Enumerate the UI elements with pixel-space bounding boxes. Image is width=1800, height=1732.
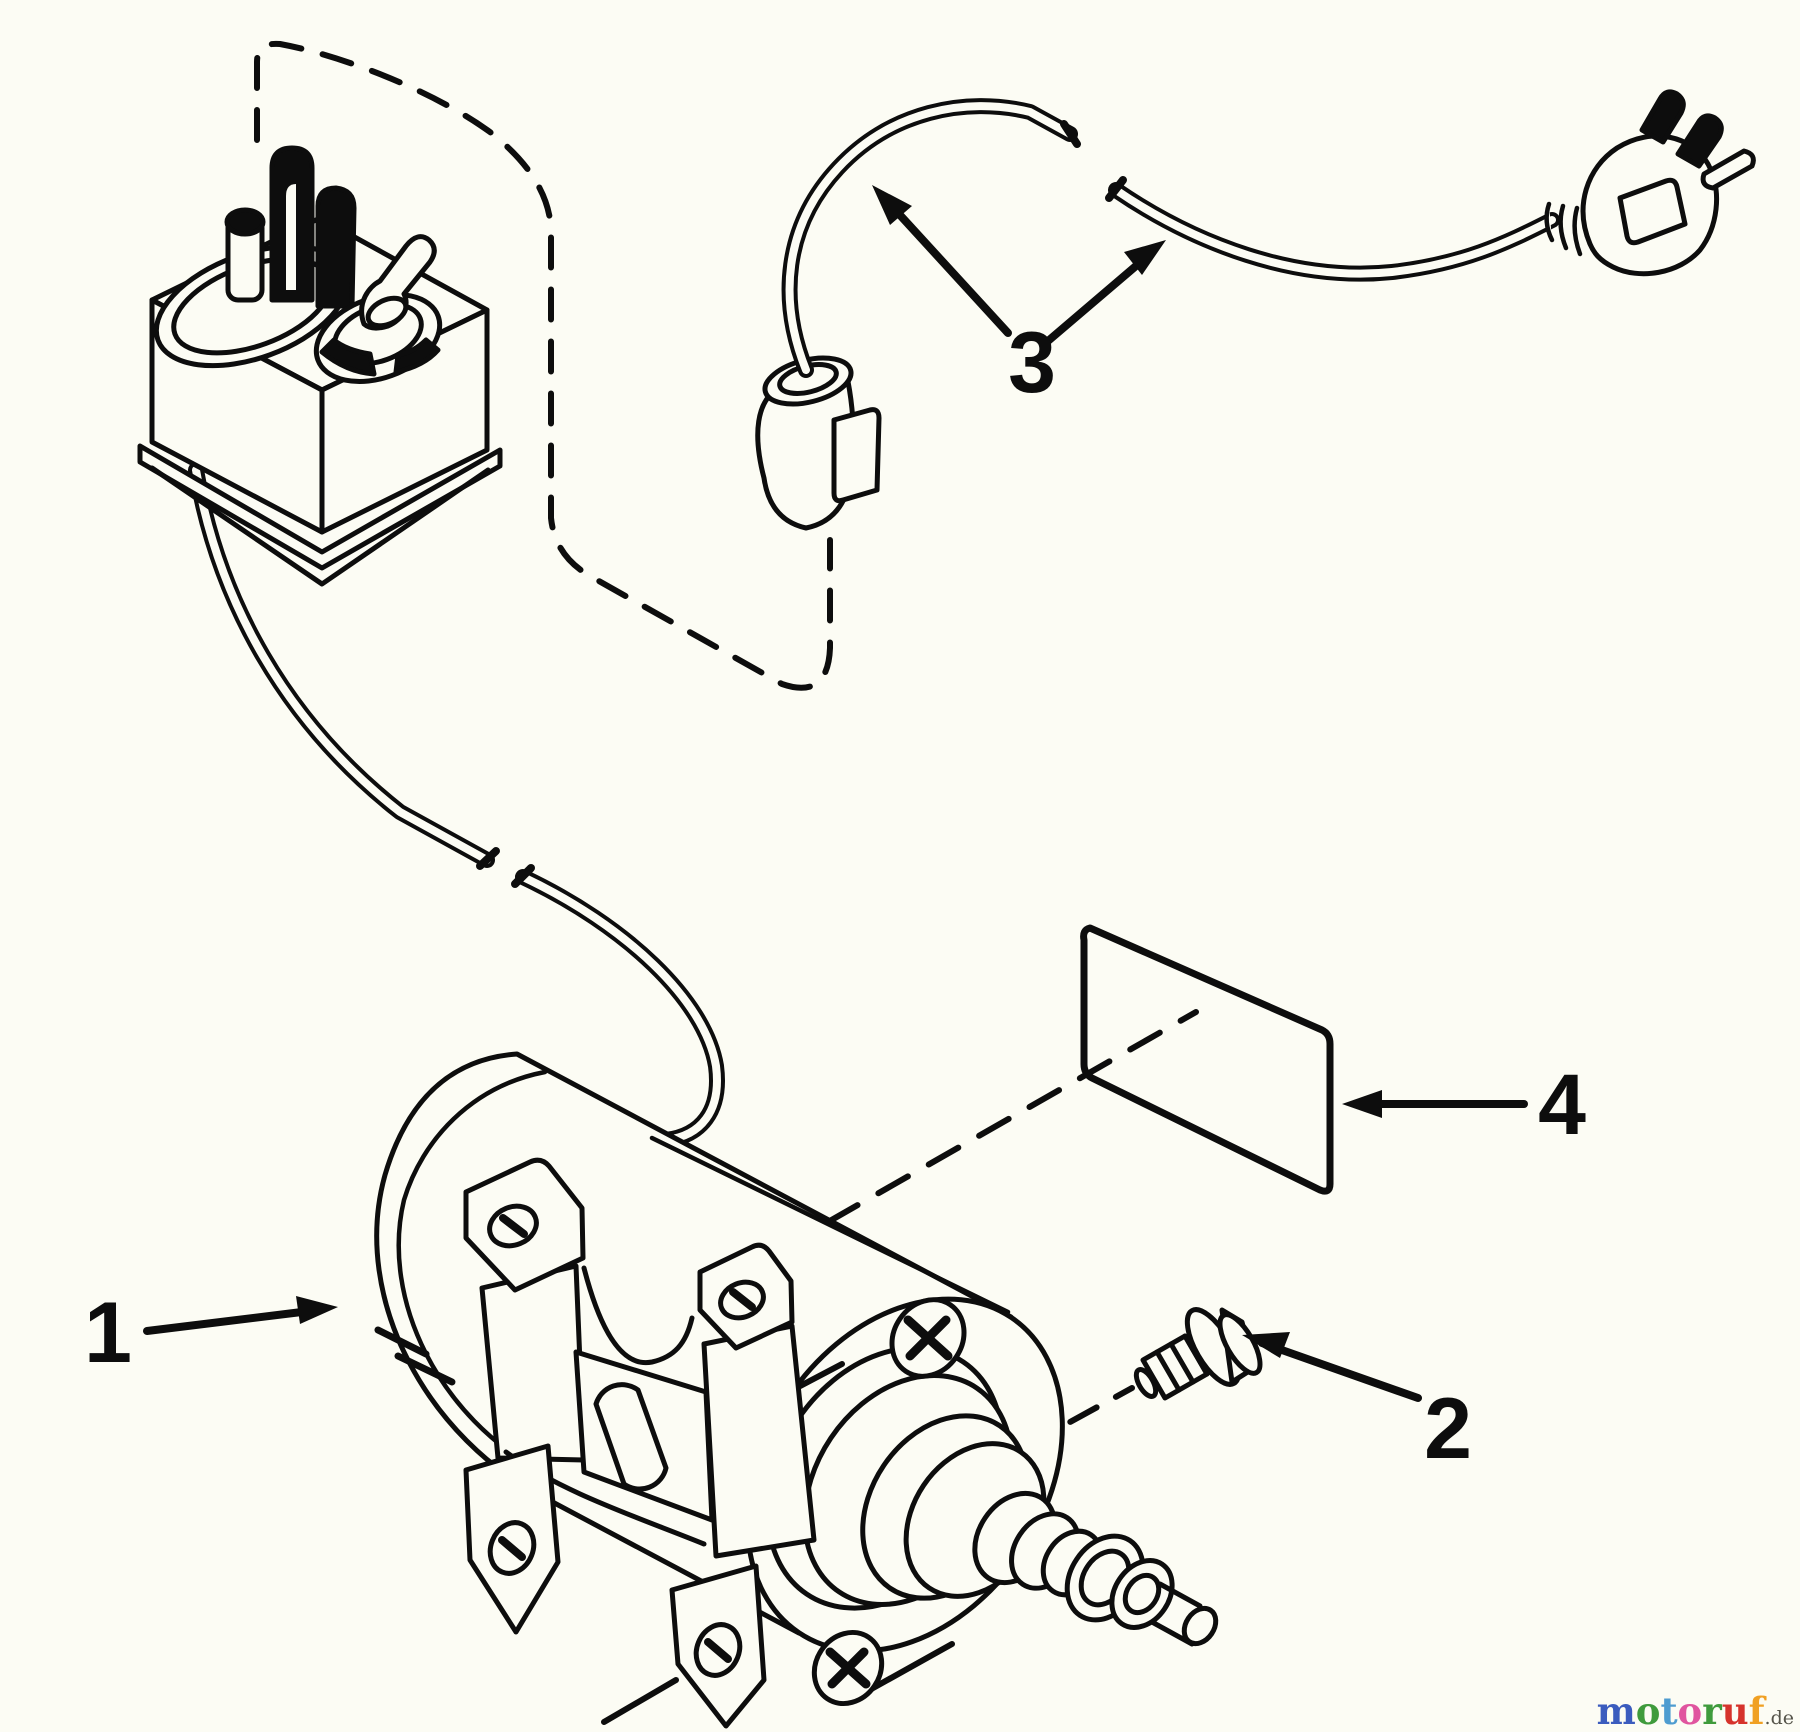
dashed-panel-outline xyxy=(254,40,833,691)
arrow-3b xyxy=(1044,240,1166,345)
toggle-switch xyxy=(313,234,443,384)
cord-boot-connector xyxy=(755,355,882,531)
motor-mounting-bracket xyxy=(463,1157,817,1729)
power-cord-assembly xyxy=(755,89,1756,531)
switch-box xyxy=(137,145,503,587)
shaft-end-pin xyxy=(1181,1605,1219,1647)
arrow-1 xyxy=(143,1296,338,1335)
bracket-left-leg xyxy=(479,1263,587,1463)
callout-arrows xyxy=(143,185,1528,1402)
bracket-slot xyxy=(593,1382,669,1492)
watermark: motoruf.de xyxy=(1597,1693,1794,1730)
bracket-right-leg xyxy=(701,1323,817,1559)
plug-blade-2 xyxy=(1675,113,1724,169)
arrow-2 xyxy=(1242,1332,1422,1402)
receptacle-prongs xyxy=(224,145,357,309)
cord-box-to-motor xyxy=(188,462,725,1148)
callout-2: 2 xyxy=(1424,1381,1472,1477)
callout-3: 3 xyxy=(1008,315,1056,411)
watermark-suffix: .de xyxy=(1764,1707,1794,1729)
dashed-assembly-line-plate xyxy=(825,1009,1199,1225)
plug-face xyxy=(1617,177,1688,246)
arrow-3a xyxy=(872,185,1012,337)
watermark-letters: motoruf xyxy=(1596,1689,1765,1732)
switch-box-flange xyxy=(137,443,503,571)
callout-numbers: 1 2 3 4 xyxy=(84,315,1586,1477)
power-plug xyxy=(1544,89,1756,277)
callout-4: 4 xyxy=(1538,1057,1586,1153)
boot-clip xyxy=(831,407,882,504)
motor-shaft-stack xyxy=(765,1345,1219,1647)
dashed-assembly-line-screw xyxy=(885,1385,1135,1525)
plug-blade-1 xyxy=(1639,89,1686,145)
plug-ground-pin xyxy=(1700,148,1756,191)
hex-screw xyxy=(1133,1307,1263,1401)
callout-1: 1 xyxy=(84,1285,132,1381)
arrow-4 xyxy=(1342,1090,1528,1118)
plate xyxy=(1080,924,1334,1195)
